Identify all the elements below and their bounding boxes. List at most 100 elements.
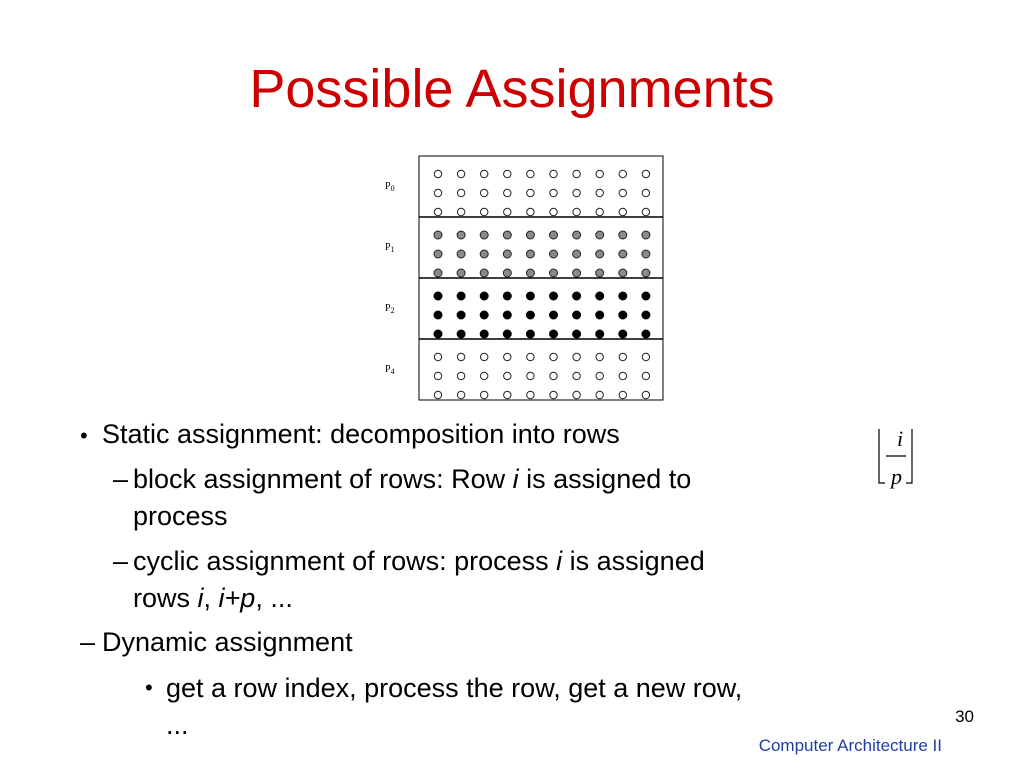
grid-point (526, 207, 535, 217)
grid-point (433, 230, 443, 240)
grid-point (595, 352, 604, 362)
grid-point (595, 371, 604, 381)
grid-point (549, 188, 558, 198)
grid-point (480, 207, 489, 217)
bullet-marker: • (80, 423, 88, 448)
grid-point (456, 169, 466, 179)
grid-point (479, 230, 489, 240)
grid-point (525, 291, 535, 301)
grid-point (641, 329, 651, 339)
grid-point (641, 249, 651, 259)
grid-point (479, 329, 489, 339)
grid-point (479, 268, 489, 278)
grid-point (641, 352, 651, 362)
grid-point (433, 207, 443, 217)
grid-point (641, 268, 651, 278)
grid-point (456, 310, 466, 320)
grid-point (641, 291, 651, 301)
grid-point (572, 249, 582, 259)
grid-point (526, 352, 535, 362)
grid-point (595, 390, 604, 400)
grid-point (595, 310, 605, 320)
grid-point (549, 169, 558, 179)
grid-point (456, 188, 466, 198)
grid-point (618, 230, 628, 240)
grid-point (456, 230, 466, 240)
grid-point (433, 188, 443, 198)
grid-point (456, 352, 466, 362)
grid-point (479, 310, 489, 320)
grid-point (641, 207, 651, 217)
grid-point (433, 249, 443, 259)
grid-point (618, 169, 627, 179)
grid-point (456, 207, 466, 217)
processor-label: P4 (385, 364, 395, 376)
grid-point (595, 249, 605, 259)
grid-point (549, 291, 558, 301)
grid-point (549, 390, 558, 400)
grid-point (618, 352, 627, 362)
grid-point (502, 268, 512, 278)
grid-point (525, 329, 535, 339)
bullet-marker: • (145, 675, 153, 700)
grid-point (456, 249, 466, 259)
dash-marker: – (113, 546, 129, 576)
grid-point (433, 352, 443, 362)
processor-label: P1 (385, 242, 395, 254)
grid-point (525, 249, 535, 259)
bullet-dynamic-assignment: Dynamic assignment (102, 627, 353, 657)
grid-point (433, 390, 443, 400)
grid-point (572, 268, 582, 278)
grid-point (433, 329, 443, 339)
grid-point (572, 310, 582, 320)
grid-point (526, 371, 535, 381)
grid-point (433, 371, 443, 381)
grid-point (502, 291, 512, 301)
grid-point (433, 291, 443, 301)
slide-title: Possible Assignments (249, 59, 775, 119)
grid-point (641, 371, 651, 381)
grid-point (641, 230, 651, 240)
grid-point (502, 310, 512, 320)
floor-brackets (878, 429, 913, 484)
grid-point (641, 169, 651, 179)
grid-point (503, 169, 512, 179)
bullet-block-assignment-cont: process (133, 501, 228, 531)
grid-point (502, 230, 512, 240)
dash-marker: – (80, 627, 96, 657)
grid-point (572, 169, 581, 179)
bullet-cyclic-assignment: cyclic assignment of rows: process i is … (133, 546, 705, 576)
grid-point (480, 352, 489, 362)
grid-point (549, 310, 558, 320)
grid-point (572, 230, 582, 240)
grid-point (595, 169, 604, 179)
grid-point (502, 329, 512, 339)
grid-point (641, 310, 651, 320)
slide-number: 30 (955, 707, 974, 726)
grid-point (433, 268, 443, 278)
dash-marker: – (113, 464, 129, 494)
grid-point (503, 390, 512, 400)
grid-point (456, 371, 466, 381)
grid-point (479, 291, 489, 301)
grid-point (456, 291, 466, 301)
grid-point (456, 329, 466, 339)
grid-point (641, 390, 651, 400)
grid-point (479, 249, 489, 259)
grid-point (549, 230, 558, 240)
grid-point (433, 310, 443, 320)
grid-point (618, 329, 628, 339)
grid-point (618, 371, 627, 381)
course-name: Computer Architecture II (758, 736, 942, 755)
grid-point (503, 188, 512, 198)
grid-point (641, 188, 651, 198)
grid-point (525, 310, 535, 320)
formula-numerator: i (897, 426, 904, 451)
grid-point (502, 249, 512, 259)
grid-point (525, 268, 535, 278)
grid-point (618, 249, 628, 259)
grid-point (526, 390, 535, 400)
grid-point (618, 188, 627, 198)
formula-denominator: p (891, 464, 902, 489)
grid-point (618, 207, 627, 217)
